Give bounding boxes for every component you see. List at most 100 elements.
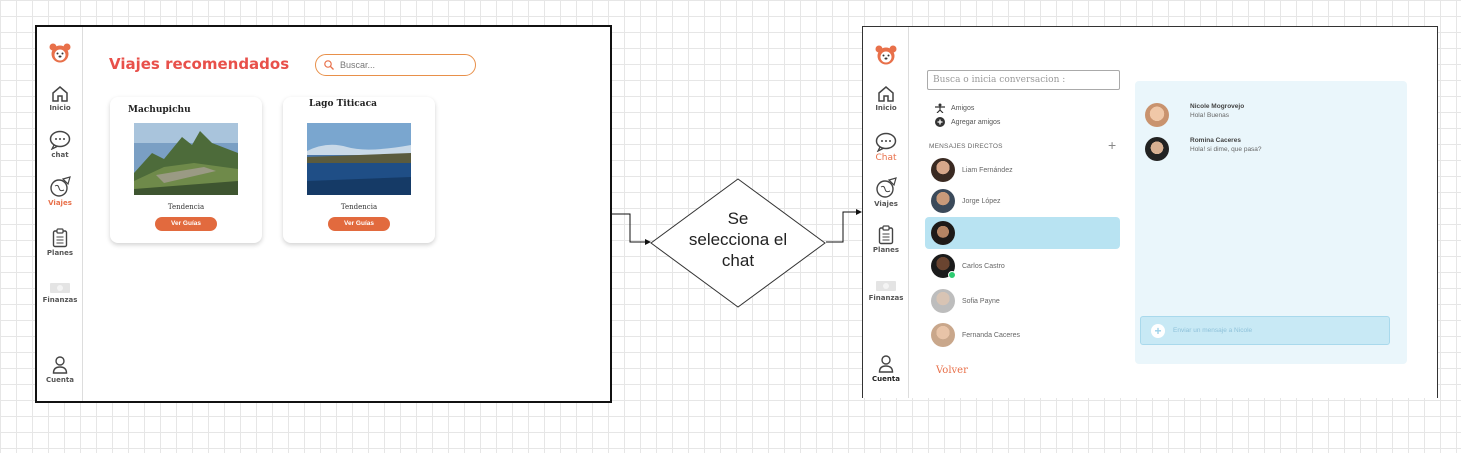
trip-card-machupichu[interactable]: Machupichu Tendencia Ver Guías [110, 97, 262, 243]
avatar [931, 289, 955, 313]
nav-label: Inicio [875, 104, 897, 112]
connector-left-to-decision [612, 213, 651, 245]
money-icon [50, 283, 70, 293]
avatar [931, 254, 956, 279]
nav-chat[interactable]: Chat [863, 132, 909, 163]
avatar [1145, 137, 1169, 161]
trips-screen: Inicio chat Viajes Planes Finanzas Cuent… [35, 25, 612, 403]
search-icon [324, 60, 334, 70]
nav-inicio[interactable]: Inicio [863, 85, 909, 112]
bear-logo-icon [875, 45, 897, 65]
back-link[interactable]: Volver [936, 365, 968, 376]
nav-label: Finanzas [42, 296, 78, 304]
avatar [931, 189, 955, 213]
trip-card-titicaca[interactable]: Lago Titicaca Tendencia Ver Guías [283, 97, 435, 243]
message-text: Hola! Buenas [1190, 112, 1230, 119]
avatar [931, 221, 955, 245]
clipboard-icon [52, 228, 68, 248]
contact-item[interactable]: Liam Fernández [925, 154, 1120, 186]
nav-label: Planes [872, 246, 900, 254]
contact-item[interactable]: Fernanda Caceres [925, 319, 1120, 351]
contact-name: Liam Fernández [962, 166, 1013, 174]
chat-icon [49, 130, 71, 150]
nav-planes[interactable]: Planes [863, 225, 909, 254]
nav-finanzas[interactable]: Finanzas [863, 279, 909, 302]
contact-name: Fernanda Caceres [962, 331, 1020, 339]
avatar [931, 323, 955, 347]
card-tag: Tendencia [340, 203, 378, 211]
add-friends-link[interactable]: Agregar amigos [935, 117, 1000, 127]
friends-label: Amigos [951, 104, 975, 112]
nav-inicio[interactable]: Inicio [37, 85, 83, 112]
sidebar: Inicio Chat Viajes Planes Finanzas Cuent… [863, 27, 909, 398]
nav-label: Viajes [48, 199, 72, 207]
contact-name: Jorge López [962, 197, 1001, 205]
money-icon [876, 281, 896, 291]
decision-text-line: chat [721, 251, 755, 270]
contact-item[interactable]: Carlos Castro [925, 250, 1120, 282]
travel-icon [876, 177, 897, 198]
travel-icon [50, 176, 71, 197]
nav-label: chat [51, 151, 69, 159]
attach-plus-icon[interactable]: + [1151, 323, 1165, 338]
nav-label: Viajes [874, 200, 898, 208]
avatar [1145, 103, 1169, 127]
add-friends-label: Agregar amigos [951, 118, 1001, 126]
decision-text: Se selecciona el chat [650, 208, 826, 271]
card-title: Lago Titicaca [309, 99, 377, 109]
sidebar: Inicio chat Viajes Planes Finanzas Cuent… [37, 27, 83, 401]
new-message-plus-icon[interactable]: + [1108, 137, 1117, 153]
nav-label: Cuenta [872, 375, 900, 383]
contact-item-selected[interactable] [925, 217, 1120, 249]
nav-label: Planes [46, 249, 74, 257]
nav-label: Chat [875, 153, 897, 163]
contact-name: Carlos Castro [962, 262, 1005, 270]
friends-icon [935, 103, 945, 113]
message-sender: Romina Caceres [1190, 137, 1241, 144]
nav-label: Finanzas [868, 294, 904, 302]
chat-panel: Nicole Mogrovejo Hola! Buenas Romina Cac… [1135, 81, 1407, 364]
avatar [931, 158, 955, 182]
nav-label: Cuenta [46, 376, 74, 384]
view-guides-button[interactable]: Ver Guías [328, 217, 390, 231]
message-sender: Nicole Mogrovejo [1190, 103, 1245, 110]
clipboard-icon [878, 225, 894, 245]
decision-diamond [650, 178, 826, 308]
user-icon [878, 355, 894, 373]
contact-item[interactable]: Sofia Payne [925, 285, 1120, 317]
friends-link[interactable]: Amigos [935, 103, 974, 113]
direct-messages-heading: MENSAJES DIRECTOS [929, 143, 1003, 150]
nav-chat[interactable]: chat [37, 130, 83, 159]
nav-viajes[interactable]: Viajes [863, 177, 909, 208]
decision-text-line: selecciona el [688, 230, 788, 249]
user-icon [52, 356, 68, 374]
compose-placeholder: Enviar un mensaje a Nicole [1173, 327, 1253, 334]
nav-label: Inicio [49, 104, 71, 112]
message-text: Hola! si dime, que pasa? [1190, 146, 1262, 153]
chat-screen: Inicio Chat Viajes Planes Finanzas Cuent… [862, 26, 1438, 398]
message-compose-input[interactable]: + Enviar un mensaje a Nicole [1140, 316, 1390, 345]
machupichu-photo [134, 123, 238, 195]
card-tag: Tendencia [167, 203, 205, 211]
add-icon [935, 117, 945, 127]
bear-logo-icon [49, 43, 71, 63]
titicaca-photo [307, 123, 411, 195]
connector-decision-to-right [826, 209, 862, 243]
home-icon [52, 86, 68, 102]
nav-cuenta[interactable]: Cuenta [863, 354, 909, 383]
decision-text-line: Se [727, 209, 749, 228]
contact-name: Sofia Payne [962, 297, 1000, 305]
nav-viajes[interactable]: Viajes [37, 176, 83, 207]
nav-planes[interactable]: Planes [37, 228, 83, 257]
chat-message: Romina Caceres Hola! si dime, que pasa? [1145, 137, 1262, 161]
conversation-search-input[interactable]: Busca o inicia conversacion : [927, 70, 1120, 90]
contact-item[interactable]: Jorge López [925, 185, 1120, 217]
page-title: Viajes recomendados [109, 55, 290, 73]
nav-cuenta[interactable]: Cuenta [37, 355, 83, 384]
view-guides-button[interactable]: Ver Guías [155, 217, 217, 231]
card-title: Machupichu [128, 105, 191, 115]
online-status-dot [948, 271, 956, 279]
nav-finanzas[interactable]: Finanzas [37, 281, 83, 304]
chat-message: Nicole Mogrovejo Hola! Buenas [1145, 103, 1244, 127]
search-input[interactable]: Buscar... [315, 54, 476, 76]
